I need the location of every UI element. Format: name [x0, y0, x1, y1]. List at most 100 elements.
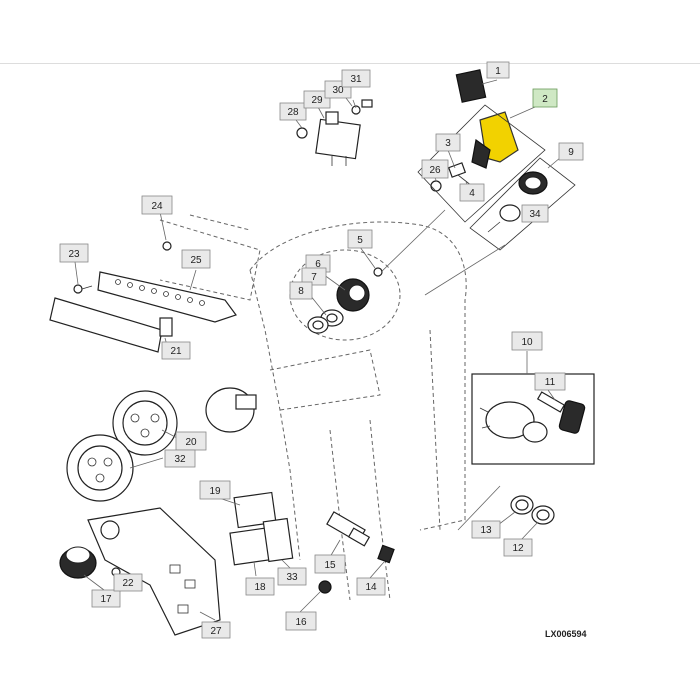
svg-text:19: 19 — [209, 486, 221, 497]
part-19-connector — [233, 491, 277, 529]
svg-text:7: 7 — [311, 272, 317, 283]
callout-9: 9 — [558, 142, 584, 161]
svg-text:1: 1 — [495, 66, 501, 77]
part-2-switch-highlighted — [471, 111, 519, 169]
svg-text:16: 16 — [295, 617, 307, 628]
svg-text:21: 21 — [170, 346, 182, 357]
group-box-10 — [471, 373, 595, 465]
part-14-plug — [377, 544, 395, 564]
svg-text:33: 33 — [286, 572, 298, 583]
callout-25: 25 — [181, 249, 211, 269]
part-25-light-bar — [97, 271, 237, 323]
leader-key-group — [457, 485, 501, 531]
callout-33: 33 — [277, 567, 307, 586]
svg-text:3: 3 — [445, 138, 451, 149]
callout-28: 28 — [279, 102, 307, 121]
svg-text:32: 32 — [174, 454, 186, 465]
svg-text:31: 31 — [350, 74, 362, 85]
callout-2: 2 — [532, 88, 558, 108]
reference-code: LX006594 — [545, 629, 587, 639]
svg-text:11: 11 — [545, 377, 556, 388]
callout-5: 5 — [347, 229, 373, 249]
svg-text:5: 5 — [357, 235, 363, 246]
callout-29: 29 — [303, 90, 331, 109]
svg-text:14: 14 — [365, 582, 377, 593]
callout-22: 22 — [113, 573, 143, 592]
svg-text:29: 29 — [311, 95, 323, 106]
part-17-knob — [59, 546, 97, 579]
callout-17: 17 — [91, 589, 121, 608]
svg-text:12: 12 — [512, 543, 524, 554]
callout-32: 32 — [164, 449, 196, 468]
part-28-nut — [296, 127, 308, 139]
part-33-connector — [262, 517, 294, 563]
callout-13: 13 — [471, 520, 501, 539]
part-11-key — [536, 391, 586, 434]
svg-text:27: 27 — [210, 626, 222, 637]
callout-18: 18 — [245, 577, 275, 596]
part-10-ignition-switch — [479, 401, 548, 443]
part-32-gauge — [66, 434, 134, 502]
svg-text:10: 10 — [521, 337, 533, 348]
part-31-bolt — [361, 99, 373, 108]
svg-text:20: 20 — [185, 437, 197, 448]
svg-text:28: 28 — [287, 107, 299, 118]
leader-switch-group — [377, 209, 446, 276]
svg-text:30: 30 — [332, 85, 344, 96]
callout-27: 27 — [201, 621, 231, 639]
callout-16: 16 — [285, 611, 317, 631]
part-26-screw — [430, 180, 442, 192]
svg-text:8: 8 — [298, 286, 304, 297]
svg-text:23: 23 — [68, 249, 80, 260]
svg-text:18: 18 — [254, 582, 266, 593]
callout-7: 7 — [301, 267, 327, 286]
callout-3: 3 — [435, 133, 461, 152]
part-3-bracket — [447, 162, 473, 187]
part-13-nut — [510, 495, 534, 515]
callout-8: 8 — [289, 281, 313, 300]
top-border — [0, 63, 700, 64]
group-box-9 — [469, 157, 576, 251]
part-6-lock-body — [336, 278, 370, 312]
callout-26: 26 — [421, 159, 449, 179]
svg-text:2: 2 — [542, 94, 548, 105]
callout-12: 12 — [503, 538, 533, 557]
part-24-nut — [162, 241, 172, 251]
part-16-grommet — [318, 580, 332, 594]
callout-4: 4 — [459, 183, 485, 202]
callout-19: 19 — [199, 480, 231, 500]
callout-1: 1 — [486, 61, 510, 79]
callout-10: 10 — [511, 331, 543, 351]
callout-15: 15 — [314, 554, 346, 574]
svg-text:22: 22 — [122, 578, 134, 589]
relay-assembly — [296, 99, 373, 166]
svg-text:26: 26 — [429, 165, 441, 176]
callout-24: 24 — [141, 195, 173, 215]
leader-switch-group-2 — [424, 244, 506, 296]
part-5-screw — [373, 267, 383, 277]
svg-text:13: 13 — [480, 525, 492, 536]
part-27-bracket — [87, 507, 221, 636]
callout-20: 20 — [175, 431, 207, 451]
gauge-housing — [205, 387, 257, 433]
part-8-ring — [307, 316, 329, 334]
callout-31: 31 — [341, 69, 371, 88]
svg-text:34: 34 — [529, 209, 541, 220]
callout-23: 23 — [59, 243, 89, 263]
svg-text:25: 25 — [190, 255, 202, 266]
part-9-round-switch — [518, 171, 548, 195]
part-21-lens — [49, 297, 173, 353]
part-30-washer — [351, 105, 361, 115]
callout-11: 11 — [534, 372, 566, 391]
part-12-nut — [531, 505, 555, 525]
callout-34: 34 — [521, 204, 549, 223]
part-34-connector — [487, 204, 521, 233]
callout-14: 14 — [356, 577, 386, 596]
part-1-label-tag — [455, 69, 487, 103]
svg-text:15: 15 — [324, 560, 336, 571]
svg-text:9: 9 — [568, 147, 574, 158]
part-23-screw — [73, 284, 93, 294]
svg-text:6: 6 — [315, 259, 321, 270]
group-box-2 — [417, 104, 546, 223]
